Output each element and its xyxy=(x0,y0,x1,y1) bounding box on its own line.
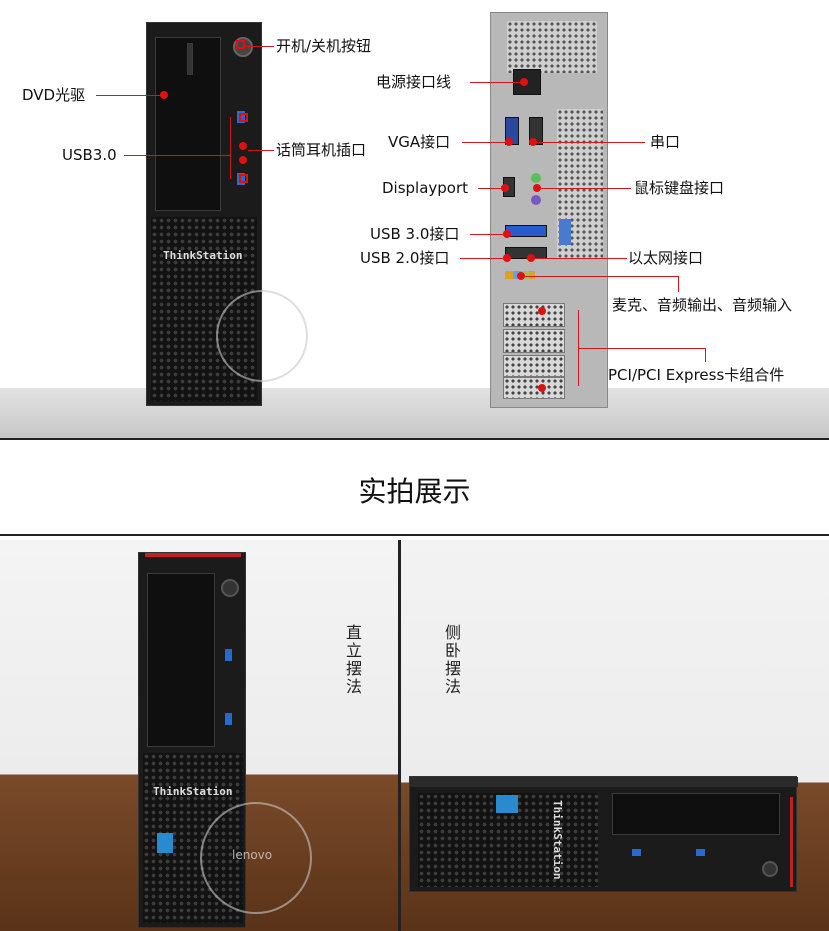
usb-port-icon xyxy=(225,649,232,661)
pci-slot xyxy=(503,303,565,327)
label-audio: 麦克、音频输出、音频输入 xyxy=(612,296,793,314)
section-title: 实拍展示 xyxy=(358,475,471,508)
pci-leader xyxy=(578,348,706,349)
audio-leader xyxy=(525,276,679,277)
dvd-drive-bay xyxy=(612,793,780,835)
usb-port-icon xyxy=(632,849,641,856)
label-power-connector: 电源接口线 xyxy=(376,73,452,91)
label-dvd: DVD光驱 xyxy=(22,86,86,104)
dvd-drive-bay xyxy=(147,573,215,747)
label-vga: VGA接口 xyxy=(388,133,451,151)
photo-upright: ThinkStation lenovo 直立摆法 xyxy=(0,540,398,931)
ps2-keyboard-port xyxy=(531,195,541,205)
audio-marker xyxy=(517,272,525,280)
pci-slot xyxy=(503,355,565,377)
power-button-icon xyxy=(221,579,239,597)
label-mic-headphone: 话筒耳机插口 xyxy=(276,141,367,159)
label-serial: 串口 xyxy=(650,133,681,151)
usb20-rear-leader xyxy=(460,258,504,259)
watermark-seal: lenovo xyxy=(200,802,312,914)
label-power-button: 开机/关机按钮 xyxy=(276,37,372,55)
ps2-mouse-port xyxy=(531,173,541,183)
power-connector-leader xyxy=(470,82,522,83)
case-top xyxy=(410,777,798,787)
mic-marker xyxy=(239,142,247,150)
pci-marker xyxy=(538,307,546,315)
ethernet-marker xyxy=(527,254,535,262)
pci-slot xyxy=(503,377,565,399)
red-accent-strip xyxy=(145,553,241,557)
label-ps2: 鼠标键盘接口 xyxy=(634,179,725,197)
usb-port-icon xyxy=(696,849,705,856)
side-label: 侧卧摆法 xyxy=(442,624,461,696)
audio-leader-drop xyxy=(678,276,679,292)
dvd-marker xyxy=(160,91,168,99)
section-title-band: 实拍展示 xyxy=(0,438,829,536)
power-button-leader xyxy=(244,46,274,47)
power-button-marker xyxy=(236,40,245,49)
pci-slot xyxy=(503,329,565,353)
product-photo-front-rear: ThinkStation 开机/关机按钮 DVD光驱 USB3.0 话筒耳机插口… xyxy=(0,0,829,438)
upright-label: 直立摆法 xyxy=(343,624,362,696)
usb20-rear-marker xyxy=(503,254,511,262)
usb20-rear-ports xyxy=(505,247,547,259)
usb-port-icon xyxy=(237,173,245,185)
brand-logo-vertical: ThinkStation xyxy=(551,800,564,880)
photo-divider xyxy=(398,540,401,931)
blue-latch xyxy=(559,219,571,245)
label-displayport: Displayport xyxy=(382,179,469,197)
side-tower-image xyxy=(409,776,798,892)
usb30-front-leader xyxy=(124,155,230,156)
photo-side: 侧卧摆法 ThinkStation xyxy=(401,540,829,931)
label-usb20-rear: USB 2.0接口 xyxy=(360,249,450,267)
usb30-rear-marker xyxy=(503,230,511,238)
brand-logo: ThinkStation xyxy=(163,249,243,262)
label-ethernet: 以太网接口 xyxy=(628,249,704,267)
ps2-marker xyxy=(533,184,541,192)
displayport-marker xyxy=(501,184,509,192)
usb-front-marker xyxy=(239,174,248,183)
drive-slot xyxy=(187,43,193,75)
power-button-icon xyxy=(762,861,778,877)
dvd-leader xyxy=(96,95,162,96)
usb30-front-bracket xyxy=(230,117,231,179)
intel-badge-icon xyxy=(157,833,173,853)
label-usb30-front: USB3.0 xyxy=(62,146,117,164)
headphone-marker xyxy=(239,156,247,164)
usb-port-icon xyxy=(237,111,245,123)
red-accent-strip xyxy=(790,797,793,887)
power-connector-marker xyxy=(520,78,528,86)
watermark-text: lenovo xyxy=(232,848,273,862)
pci-marker xyxy=(538,384,546,392)
usb-port-icon xyxy=(225,713,232,725)
watermark-seal xyxy=(216,290,308,382)
displayport-leader xyxy=(478,188,502,189)
vga-leader xyxy=(462,142,506,143)
brand-logo: ThinkStation xyxy=(153,785,233,798)
serial-marker xyxy=(529,138,537,146)
pci-leader-drop xyxy=(705,348,706,362)
ethernet-leader xyxy=(535,258,627,259)
ps2-leader xyxy=(541,188,631,189)
rear-vent xyxy=(507,21,597,73)
usb-front-marker xyxy=(239,113,248,122)
mic-headphone-leader xyxy=(248,150,274,151)
label-usb30-rear: USB 3.0接口 xyxy=(370,225,460,243)
intel-badge-icon xyxy=(496,795,518,813)
label-pci: PCI/PCI Express卡组合件 xyxy=(608,366,785,384)
vga-marker xyxy=(505,138,513,146)
usb30-rear-ports xyxy=(505,225,547,237)
floor-shadow xyxy=(0,388,829,438)
usb30-rear-leader xyxy=(470,234,504,235)
serial-leader xyxy=(537,142,645,143)
